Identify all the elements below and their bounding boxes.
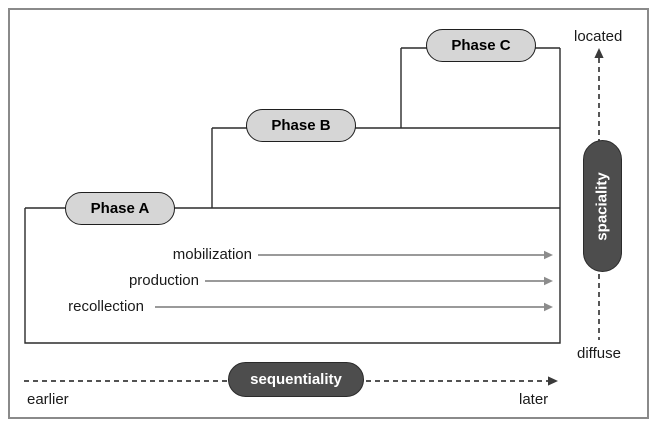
earlier-axis-end-label: earlier [27,391,69,408]
spaciality-axis-label: spaciality [594,171,611,241]
phase-staircase-outline [24,47,561,344]
spaciality-axis-pill: spaciality [583,140,622,272]
later-axis-end-label: later [519,391,549,408]
phase-c-pill: Phase C [426,29,536,62]
phase-b-label: Phase B [271,117,331,134]
diffuse-axis-end-label: diffuse [577,345,621,362]
mobilization-label: mobilization [172,246,252,263]
recollection-label: recollection [68,298,144,315]
phase-c-label: Phase C [451,37,511,54]
located-axis-end-label: located [574,28,623,45]
phase-b-pill: Phase B [246,109,356,142]
production-label: production [128,272,199,289]
phase-a-label: Phase A [90,200,150,217]
spaciality-axis-arrow [594,48,604,340]
production-arrow [205,276,553,286]
phase-a-pill: Phase A [65,192,175,225]
sequentiality-axis-pill: sequentiality [228,362,364,397]
sequentiality-axis-label: sequentiality [250,371,342,388]
mobilization-arrow [258,250,553,260]
recollection-arrow [155,302,553,312]
